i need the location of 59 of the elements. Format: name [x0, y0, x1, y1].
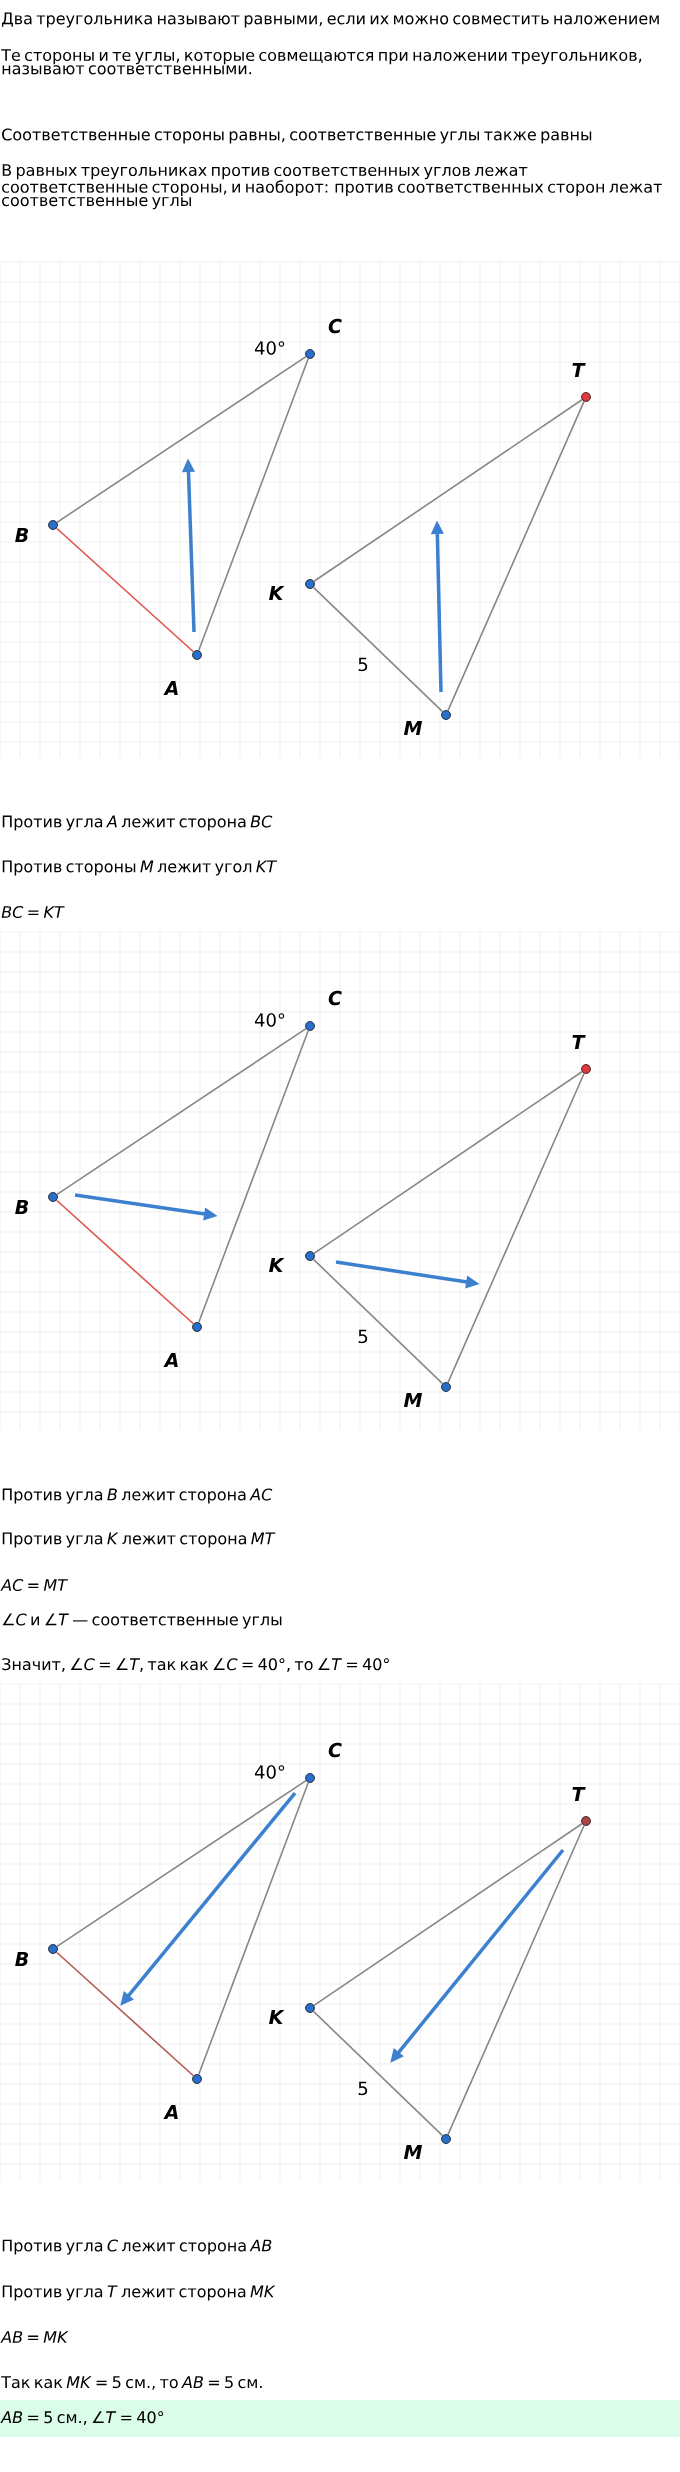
triangle-side	[313, 398, 583, 583]
vertex-label: T	[572, 363, 586, 377]
angle-label: 40°	[254, 341, 285, 355]
vertex-label: A	[163, 1353, 178, 1367]
triangle-side	[197, 1029, 310, 1324]
triangle-side	[447, 400, 585, 712]
triangle-side	[55, 1951, 195, 2077]
paragraph: BC = KT	[1, 905, 65, 919]
vertex-label: B	[15, 528, 29, 542]
triangle-side	[447, 1072, 585, 1384]
triangle-side	[55, 527, 195, 653]
triangle-side	[313, 1822, 583, 2007]
vertex-label: M	[403, 721, 423, 735]
paragraph: AC = MT	[0, 1578, 68, 1592]
vertex-label: M	[403, 2145, 423, 2159]
paragraph: Так как MK = 5 см., то AB = 5 см.	[1, 2376, 262, 2390]
paragraph: В равных треугольниках против соответственных углов лежат соответственные стороны, и наоборот: против соответственных сторон лежат соответственные углы	[2, 164, 662, 210]
triangle-side	[313, 1070, 583, 1255]
paragraph: Против угла C лежит сторона AB	[2, 2239, 272, 2255]
vertex-label: C	[328, 1742, 342, 1758]
paragraph: ∠C и ∠T — соответственные углы	[2, 1613, 282, 1629]
paragraph: AB = MK	[0, 2331, 69, 2343]
edge-label: 5	[358, 657, 368, 672]
triangle-side	[197, 357, 310, 652]
triangle-side	[197, 1781, 310, 2076]
vertex-label: T	[572, 1035, 586, 1049]
vertex-label: T	[572, 1787, 586, 1801]
paragraph: Против угла B лежит сторона AC	[2, 1488, 273, 1504]
edge-label: 5	[358, 2081, 368, 2096]
edge-label: 5	[358, 1329, 368, 1344]
triangle-side	[312, 1258, 444, 1385]
vertex-label: K	[269, 2010, 285, 2024]
paragraph: Против угла K лежит сторона MT	[2, 1532, 276, 1548]
triangle-side	[447, 1824, 585, 2136]
vertex-label: C	[328, 990, 342, 1006]
paragraph: Против стороны M лежит угол KT	[2, 860, 278, 876]
paragraph: Против угла A лежит сторона BC	[2, 815, 273, 831]
vertex-label: B	[15, 1952, 29, 1966]
paragraph: Два треугольника называют равными, если их можно совместить наложением	[2, 12, 659, 28]
paragraph: Значит, ∠C = ∠T, так как ∠C = 40°, то ∠T = 40°	[2, 1658, 389, 1672]
triangle-side	[312, 2010, 444, 2137]
vertex-label: K	[269, 586, 285, 600]
paragraph: Те стороны и те углы, которые совмещаются при наложении треугольников, называют соответственными.	[1, 49, 642, 75]
vertex-label: M	[403, 1393, 423, 1407]
answer-box: AB = 5 см., ∠T = 40°	[0, 2400, 680, 2438]
paragraph: Против угла T лежит сторона MK	[2, 2285, 276, 2301]
vertex-label: A	[163, 681, 178, 695]
vertex-label: C	[328, 318, 342, 334]
vertex-label: A	[163, 2105, 178, 2119]
triangle-side	[56, 1027, 307, 1196]
vertex-label: B	[15, 1200, 29, 1214]
triangle-side	[312, 586, 444, 713]
triangle-side	[56, 355, 307, 524]
angle-label: 40°	[254, 1765, 285, 1779]
triangle-side	[56, 1779, 307, 1948]
angle-label: 40°	[254, 1013, 285, 1027]
triangle-side	[55, 1199, 195, 1325]
paragraph: Соответственные стороны равны, соответственные углы также равны	[2, 128, 592, 144]
vertex-label: K	[269, 1258, 285, 1272]
